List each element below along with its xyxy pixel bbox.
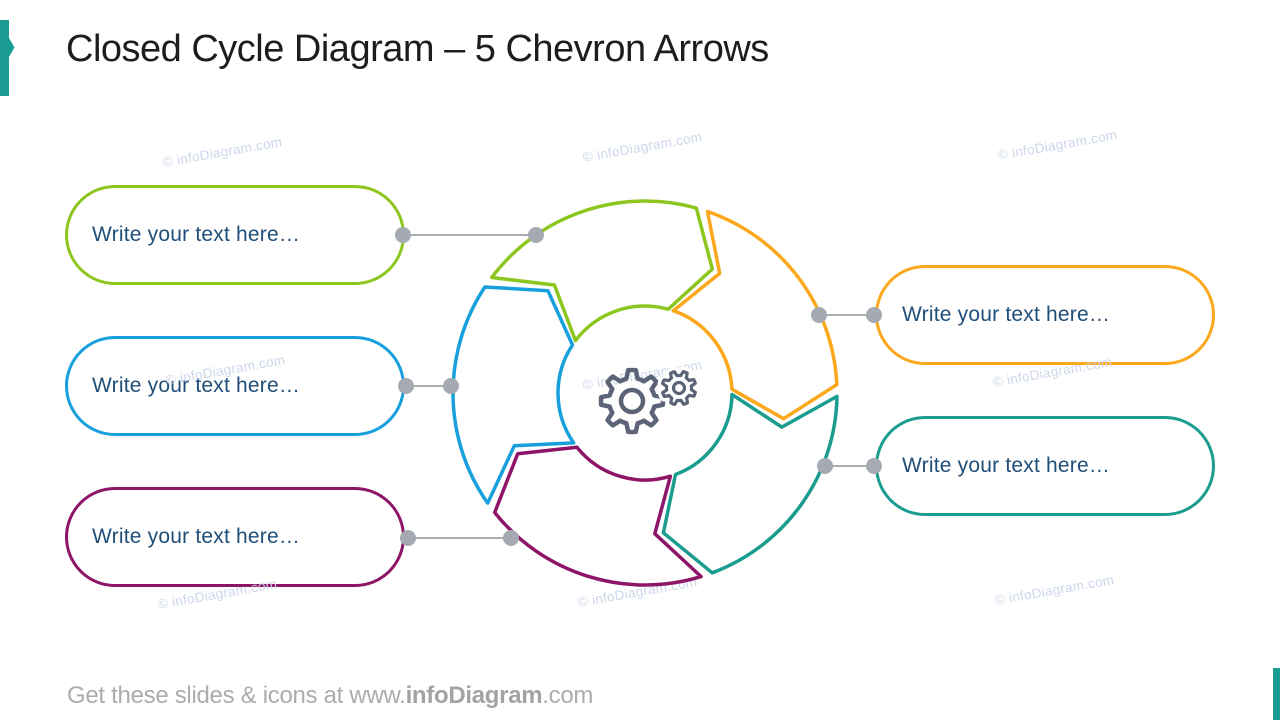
slide-title: Closed Cycle Diagram – 5 Chevron Arrows bbox=[66, 28, 769, 70]
placeholder-text: Write your text here… bbox=[92, 525, 301, 548]
placeholder-text: Write your text here… bbox=[92, 374, 301, 397]
placeholder-text: Write your text here… bbox=[902, 303, 1111, 326]
placeholder-text: Write your text here… bbox=[92, 223, 301, 246]
cycle-arrow-orange[interactable] bbox=[671, 209, 839, 421]
textbox-right-2[interactable]: Write your text here… bbox=[875, 416, 1215, 516]
textbox-left-3[interactable]: Write your text here… bbox=[65, 487, 405, 587]
footer-note: Get these slides & icons at www.infoDiag… bbox=[67, 682, 593, 710]
placeholder-text: Write your text here… bbox=[902, 454, 1111, 477]
cycle-arrow-blue[interactable] bbox=[451, 285, 576, 505]
footer-brand: infoDiagram bbox=[405, 682, 543, 709]
footer-text: .com bbox=[542, 682, 594, 709]
cycle-arrow-purple[interactable] bbox=[492, 445, 703, 587]
textbox-right-1[interactable]: Write your text here… bbox=[875, 265, 1215, 365]
textbox-left-1[interactable]: Write your text here… bbox=[65, 185, 405, 285]
footer-text: Get these slides & icons at www. bbox=[67, 682, 406, 709]
